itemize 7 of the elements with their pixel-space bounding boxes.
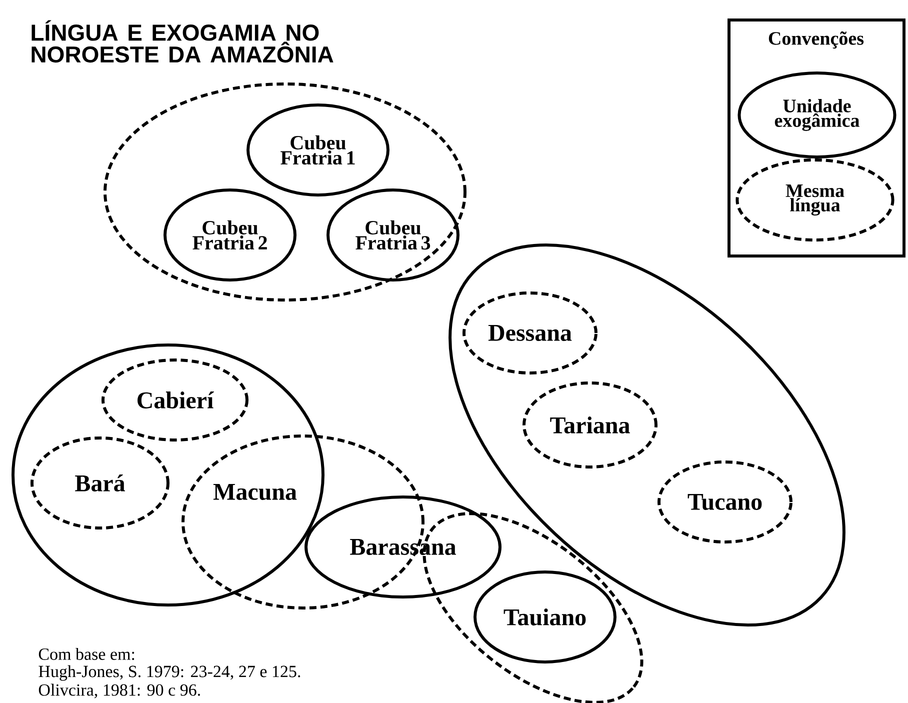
group-ellipse (12, 344, 324, 606)
source-note: Hugh-Jones, S. 1979: 23-24, 27 e 125. (38, 665, 300, 681)
source-note: Com base em: (38, 648, 134, 660)
title: LÍNGUA E EXOGAMIA NO NOROESTE DA AMAZÔNIA (32, 20, 334, 63)
legend-heading: Convenções (768, 31, 864, 49)
source-note: Olivcira, 1981: 90 c 96. (38, 684, 200, 698)
group-ellipse (104, 82, 466, 302)
